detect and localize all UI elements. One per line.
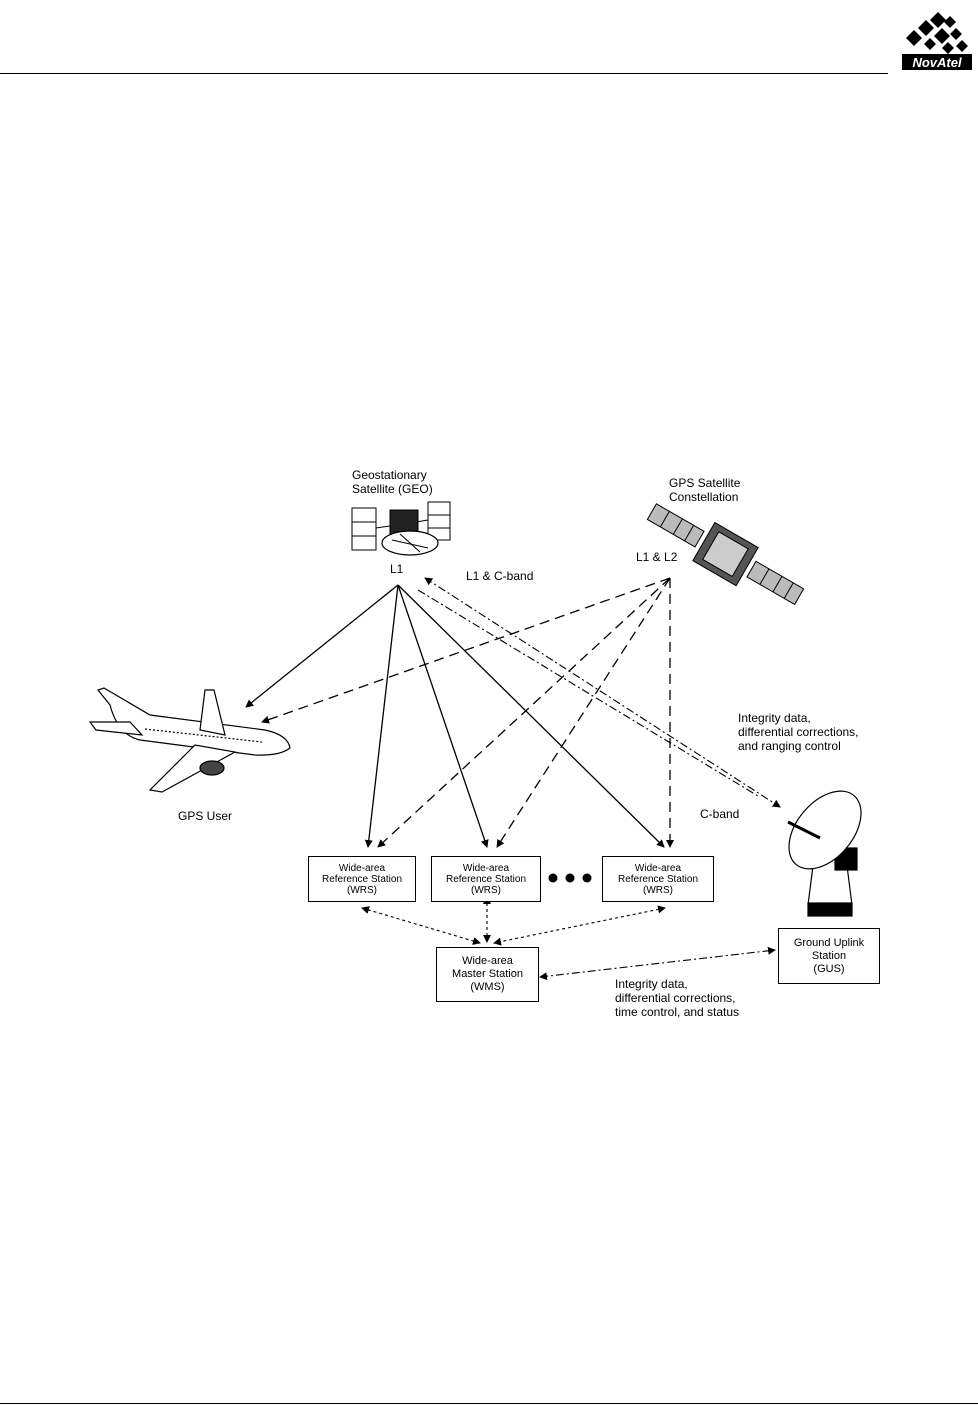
wrs-box-label: Wide-area Reference Station (WRS) <box>321 862 403 896</box>
wrs-box-label: Wide-area Reference Station (WRS) <box>445 862 527 896</box>
l1-l2-label: L1 & L2 <box>636 550 678 564</box>
header-rule <box>0 73 888 74</box>
gus-box: Ground Uplink Station (GUS) <box>778 928 880 984</box>
gps-user-label: GPS User <box>178 809 233 823</box>
gps-l1l2-signals <box>261 577 674 848</box>
l1-cband-label: L1 & C-band <box>466 569 534 583</box>
geo-satellite-icon <box>351 501 451 556</box>
l1-label: L1 <box>390 562 404 576</box>
geo-l1-signals <box>245 584 665 848</box>
wrs-box-1: Wide-area Reference Station (WRS) <box>308 856 416 902</box>
wms-gus-link <box>539 946 776 981</box>
integrity-uplink-label: Integrity data, differential corrections… <box>738 711 859 753</box>
wms-box-label: Wide-area Master Station (WMS) <box>452 955 523 993</box>
wms-gus-label: Integrity data, differential corrections… <box>615 977 740 1019</box>
wrs-box-3: Wide-area Reference Station (WRS) <box>602 856 714 902</box>
cband-label: C-band <box>700 807 740 821</box>
ground-dish-icon <box>787 790 862 917</box>
wms-box: Wide-area Master Station (WMS) <box>436 947 539 1002</box>
wrs-box-label: Wide-area Reference Station (WRS) <box>617 862 699 896</box>
gps-constellation-label: GPS Satellite Constellation <box>669 476 741 504</box>
ellipsis-dots <box>548 873 592 883</box>
airplane-icon <box>88 687 291 793</box>
geo-satellite-label: Geostationary Satellite (GEO) <box>352 468 433 496</box>
gus-box-label: Ground Uplink Station (GUS) <box>793 936 865 975</box>
footer-rule <box>0 1403 978 1404</box>
wrs-wms-links <box>361 896 666 946</box>
novatel-logo: NovAtel <box>902 12 972 70</box>
geo-gus-links <box>417 577 781 808</box>
wrs-box-2: Wide-area Reference Station (WRS) <box>431 856 541 902</box>
logo-text: NovAtel <box>912 55 962 70</box>
